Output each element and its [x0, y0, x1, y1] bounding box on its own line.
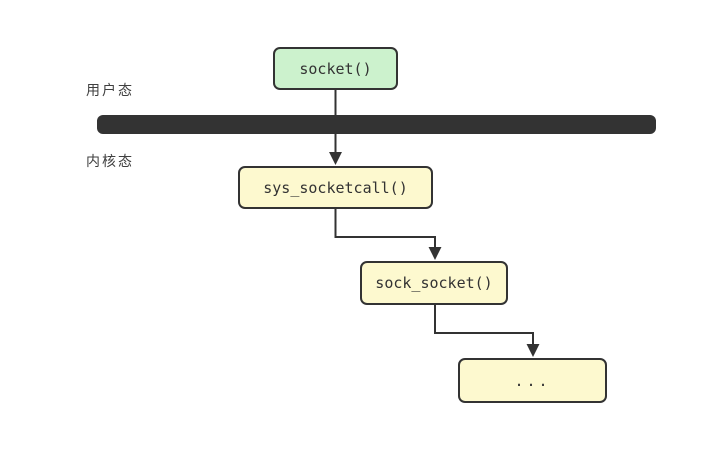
- user-mode-label: 用户态: [86, 82, 134, 98]
- arrow-syscall-to-socksocket: [334, 209, 442, 260]
- node-sock-socket: sock_socket(): [360, 261, 508, 305]
- node-socket-label: socket(): [299, 59, 372, 78]
- node-socket: socket(): [273, 47, 398, 90]
- node-sys-socketcall: sys_socketcall(): [238, 166, 433, 209]
- node-sock-socket-label: sock_socket(): [375, 274, 493, 292]
- user-kernel-boundary-bar: [97, 115, 656, 134]
- kernel-mode-label: 内核态: [86, 153, 134, 169]
- arrow-socksocket-to-ellipsis: [434, 305, 540, 357]
- node-ellipsis: ...: [458, 358, 607, 403]
- node-ellipsis-label: ...: [514, 371, 551, 390]
- node-sys-socketcall-label: sys_socketcall(): [263, 178, 408, 197]
